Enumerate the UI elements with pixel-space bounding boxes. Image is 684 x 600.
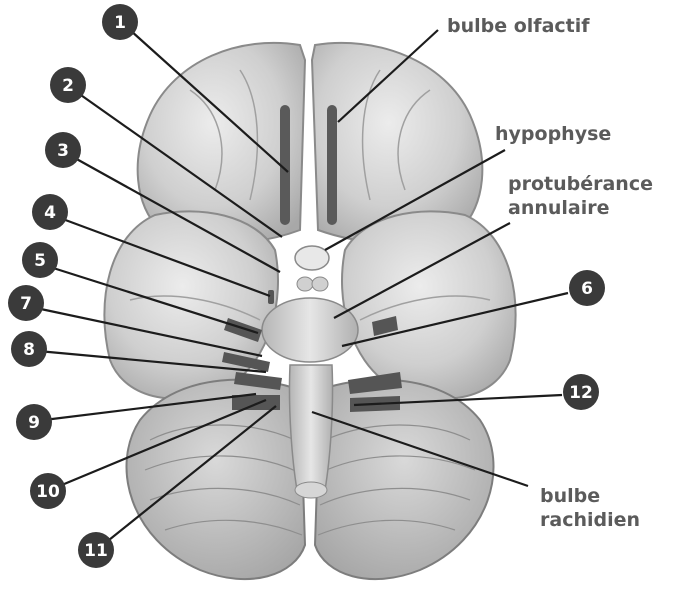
svg-text:2: 2 (62, 76, 74, 96)
marker-8: 8 (11, 331, 47, 367)
svg-text:7: 7 (20, 294, 32, 314)
medulla (289, 365, 332, 490)
marker-9: 9 (16, 404, 52, 440)
svg-text:8: 8 (23, 340, 35, 360)
svg-text:1: 1 (114, 13, 126, 33)
svg-text:4: 4 (44, 203, 56, 223)
label-pons-line1: protubérance (508, 173, 653, 195)
label-medulla-line1: bulbe (540, 485, 600, 507)
label-pons-line2: annulaire (508, 197, 610, 219)
marker-3: 3 (45, 132, 81, 168)
svg-text:10: 10 (36, 482, 60, 502)
marker-10: 10 (30, 473, 66, 509)
marker-5: 5 (22, 242, 58, 278)
right-temporal-lobe (342, 211, 516, 398)
marker-2: 2 (50, 67, 86, 103)
label-olfactory-bulb: bulbe olfactif (447, 15, 590, 37)
svg-text:11: 11 (84, 541, 108, 561)
marker-7: 7 (8, 285, 44, 321)
pituitary-gland (295, 246, 329, 270)
marker-4: 4 (32, 194, 68, 230)
marker-1: 1 (102, 4, 138, 40)
marker-12: 12 (563, 374, 599, 410)
svg-text:6: 6 (581, 279, 593, 299)
right-olfactory-tract (327, 105, 337, 225)
label-medulla-line2: rachidien (540, 509, 640, 531)
svg-text:9: 9 (28, 413, 40, 433)
marker-11: 11 (78, 532, 114, 568)
label-pituitary: hypophyse (495, 123, 611, 145)
pons (262, 298, 358, 362)
right-cerebellum (315, 380, 494, 579)
svg-text:3: 3 (57, 141, 69, 161)
marker-6: 6 (569, 270, 605, 306)
svg-text:12: 12 (569, 383, 593, 403)
brain-illustration (104, 43, 515, 579)
svg-text:5: 5 (34, 251, 46, 271)
